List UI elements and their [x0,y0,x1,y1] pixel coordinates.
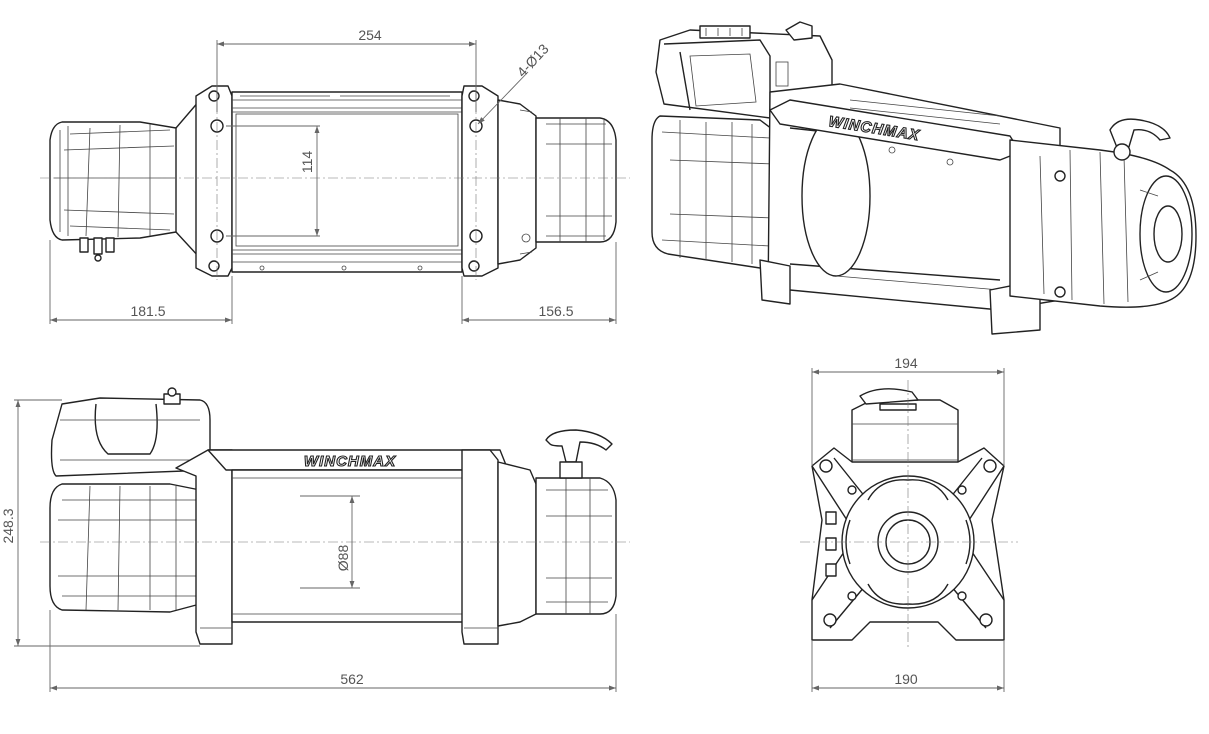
dim-254: 254 [216,27,477,112]
dim-156-5: 156.5 [461,242,617,324]
top-view-drum [231,91,463,273]
front-brand-label: WINCHMAX [304,453,396,470]
dim-181-5: 181.5 [49,240,233,324]
dim-text-drum-diameter: Ø88 [335,545,351,572]
top-view: 254 4-Ø13 114 181.5 156.5 [40,27,630,324]
dim-text-156-5: 156.5 [538,303,573,319]
dim-114: 114 [226,125,320,237]
isometric-view: WINCHMAX [651,21,1197,335]
dim-text-190: 190 [894,671,918,687]
dim-text-562: 562 [340,671,364,687]
side-control-box [851,388,959,473]
dim-text-194: 194 [894,355,918,371]
top-view-right-mount [461,85,499,277]
dim-text-248-3: 248.3 [0,508,16,543]
dim-text-254: 254 [358,27,382,43]
front-control-box [50,387,211,477]
front-gearbox [497,429,617,627]
dim-190: 190 [811,640,1005,692]
dim-194: 194 [811,355,1005,466]
top-view-left-mount [195,85,233,277]
iso-gearbox [1009,118,1197,308]
dim-text-bolt-holes: 4-Ø13 [513,41,551,81]
iso-motor [651,115,777,269]
front-motor [49,483,201,613]
top-view-motor [49,89,213,271]
front-view: WINCHMAX Ø88 248.3 [0,387,630,692]
top-view-gearbox [497,99,617,265]
dim-text-114: 114 [299,151,315,174]
front-frame: WINCHMAX [175,449,509,645]
dim-text-181-5: 181.5 [130,303,165,319]
dim-248-3: 248.3 [0,399,200,647]
side-view: 194 190 [800,355,1018,692]
dim-drum-diameter: Ø88 [300,495,360,589]
dim-562: 562 [49,610,617,692]
